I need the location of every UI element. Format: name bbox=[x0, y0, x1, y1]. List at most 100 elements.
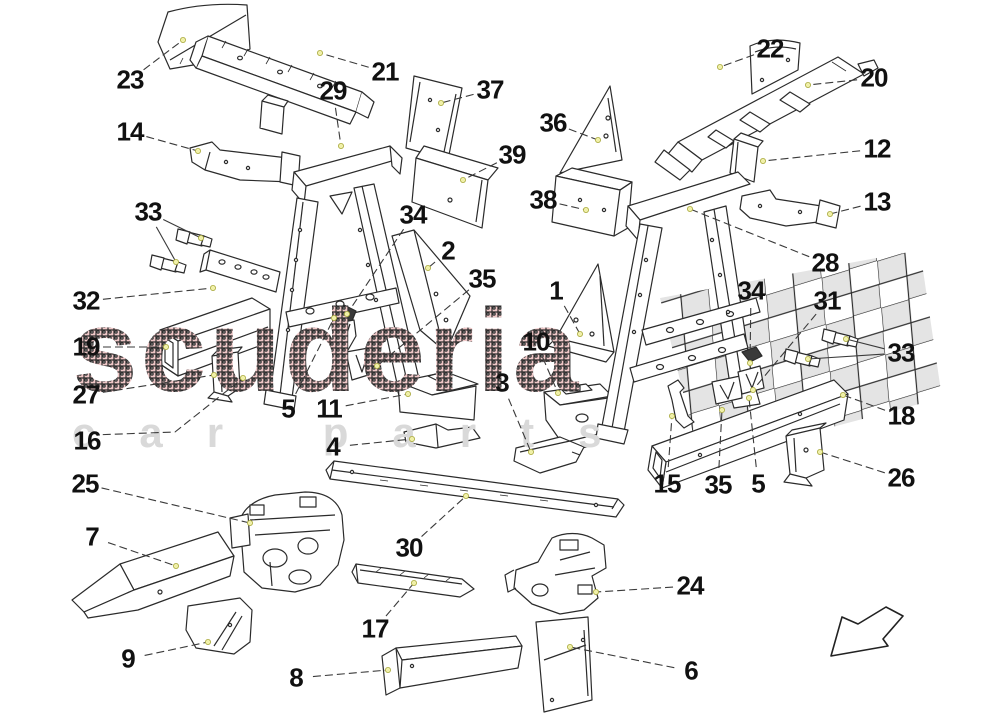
direction-arrow-icon bbox=[830, 606, 904, 657]
leader-endpoint-marker bbox=[717, 64, 724, 71]
leader-endpoint-marker bbox=[404, 390, 411, 397]
part-label-29: 29 bbox=[319, 75, 348, 106]
part-21-drawing bbox=[189, 35, 375, 125]
leader-endpoint-marker bbox=[843, 335, 850, 342]
leader-endpoint-marker bbox=[583, 206, 590, 213]
leader-endpoint-marker bbox=[424, 264, 431, 271]
part-label-6: 6 bbox=[684, 655, 699, 686]
part-11-drawing bbox=[397, 371, 479, 421]
leader-line-26 bbox=[819, 451, 885, 474]
part-5-left-bracket-drawing bbox=[331, 319, 357, 351]
leader-line-17 bbox=[385, 582, 415, 617]
leader-endpoint-marker bbox=[162, 343, 169, 350]
parts-artwork bbox=[71, 3, 879, 713]
leader-line-4 bbox=[349, 438, 413, 446]
leader-endpoint-marker bbox=[384, 667, 391, 674]
leader-endpoint-marker bbox=[179, 37, 186, 44]
part-label-17: 17 bbox=[361, 613, 390, 644]
leader-endpoint-marker bbox=[669, 412, 676, 419]
part-18-beam-drawing bbox=[647, 379, 849, 489]
part-label-22: 22 bbox=[756, 33, 785, 64]
leader-line-28 bbox=[689, 208, 810, 258]
leader-endpoint-marker bbox=[316, 50, 323, 57]
part-label-19: 19 bbox=[72, 331, 101, 362]
leader-endpoint-marker bbox=[246, 520, 253, 527]
leader-line-33 bbox=[155, 226, 177, 263]
part-28-right-aframe-drawing bbox=[595, 171, 761, 445]
part-label-2: 2 bbox=[441, 235, 456, 266]
part-label-35: 35 bbox=[704, 469, 733, 500]
part-34-right-clamp-drawing bbox=[741, 346, 763, 363]
leader-endpoint-marker bbox=[410, 580, 417, 587]
part-14-drawing bbox=[189, 141, 301, 187]
leader-line-35 bbox=[718, 409, 723, 469]
leader-endpoint-marker bbox=[330, 314, 337, 321]
leader-line-23 bbox=[143, 39, 184, 71]
part-2-drawing bbox=[391, 229, 471, 353]
leader-endpoint-marker bbox=[528, 448, 535, 455]
part-13-drawing bbox=[739, 189, 841, 229]
part-label-4: 4 bbox=[326, 431, 341, 462]
part-22-drawing bbox=[749, 39, 801, 95]
part-label-27: 27 bbox=[72, 379, 101, 410]
part-label-36: 36 bbox=[539, 107, 568, 138]
part-label-8: 8 bbox=[289, 662, 304, 693]
leader-line-33 bbox=[807, 353, 885, 360]
leader-line-32 bbox=[102, 287, 214, 300]
leader-line-20 bbox=[807, 79, 858, 86]
leader-endpoint-marker bbox=[719, 406, 726, 413]
leader-line-36 bbox=[568, 128, 599, 141]
leader-line-11 bbox=[345, 393, 409, 407]
leader-line-25 bbox=[101, 487, 251, 524]
leader-line-39 bbox=[462, 162, 498, 181]
leader-line-33 bbox=[845, 338, 885, 350]
part-label-25: 25 bbox=[71, 468, 100, 499]
leader-line-10 bbox=[542, 357, 559, 394]
leader-line-18 bbox=[842, 394, 886, 411]
leader-endpoint-marker bbox=[577, 330, 584, 337]
part-label-33: 33 bbox=[134, 196, 163, 227]
leader-lines-layer bbox=[101, 37, 886, 678]
leader-endpoint-marker bbox=[462, 492, 469, 499]
part-label-35: 35 bbox=[468, 263, 497, 294]
leader-endpoint-marker bbox=[555, 389, 562, 396]
part-label-15: 15 bbox=[653, 468, 682, 499]
leader-line-22 bbox=[719, 54, 755, 68]
leader-line-24 bbox=[595, 586, 674, 593]
part-label-11: 11 bbox=[316, 393, 342, 424]
leader-endpoint-marker bbox=[840, 391, 847, 398]
part-20-ladder-rail-drawing bbox=[654, 56, 879, 181]
part-26-bracket-drawing bbox=[783, 422, 827, 487]
leader-line-15 bbox=[667, 415, 673, 468]
part-39-drawing bbox=[411, 145, 499, 229]
leader-endpoint-marker bbox=[343, 310, 350, 317]
leader-endpoint-marker bbox=[408, 435, 415, 442]
part-label-30: 30 bbox=[395, 532, 424, 563]
leader-endpoint-marker bbox=[805, 82, 812, 89]
part-label-7: 7 bbox=[85, 521, 100, 552]
leader-endpoint-marker bbox=[687, 205, 694, 212]
leader-endpoint-marker bbox=[337, 142, 344, 149]
part-27-bracket-drawing bbox=[207, 346, 243, 403]
leader-line-21 bbox=[319, 52, 369, 68]
leader-line-31 bbox=[752, 313, 817, 391]
watermark: scuderia car parts bbox=[72, 285, 601, 456]
part-36-drawing bbox=[559, 85, 623, 174]
part-15-bracket-drawing bbox=[667, 379, 695, 429]
part-7-beam-drawing bbox=[71, 531, 235, 619]
leader-line-3 bbox=[508, 398, 532, 453]
part-label-32: 32 bbox=[72, 285, 101, 316]
leader-endpoint-marker bbox=[373, 362, 380, 369]
leader-line-34 bbox=[749, 307, 752, 364]
part-4-drawing bbox=[403, 423, 481, 449]
part-label-3: 3 bbox=[495, 367, 510, 398]
leader-endpoint-marker bbox=[197, 234, 204, 241]
leader-endpoint-marker bbox=[459, 176, 466, 183]
leader-line-6 bbox=[569, 646, 675, 669]
leader-line-38 bbox=[559, 203, 587, 211]
leader-endpoint-marker bbox=[593, 589, 600, 596]
part-label-37: 37 bbox=[476, 74, 505, 105]
leader-endpoint-marker bbox=[750, 386, 757, 393]
part-label-13: 13 bbox=[863, 186, 892, 217]
